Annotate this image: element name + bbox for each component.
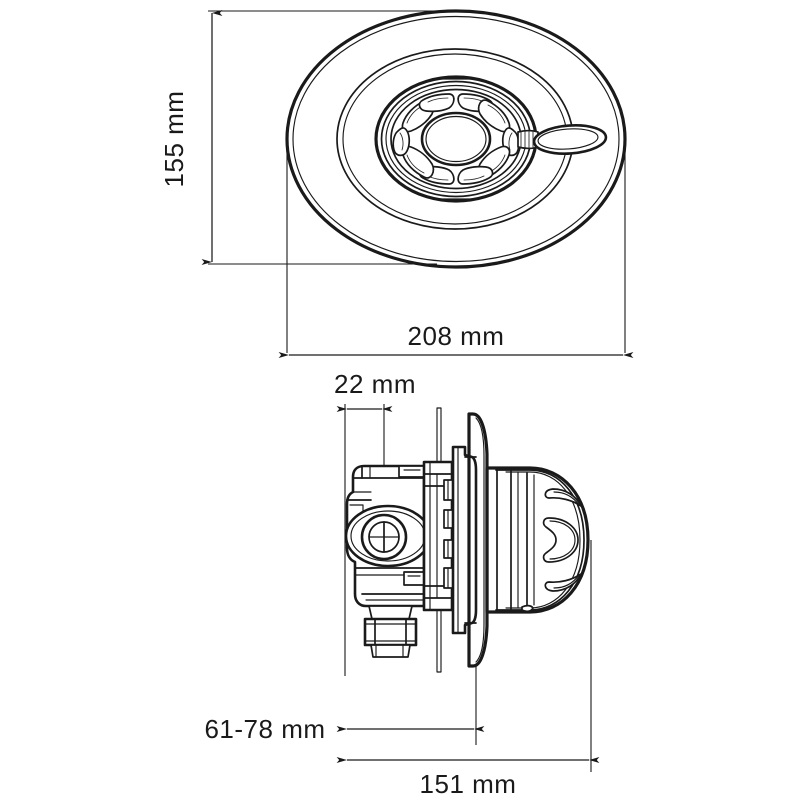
- spray-petal: [401, 145, 435, 179]
- spray-petal: [392, 127, 411, 157]
- dimension-155mm: 155 mm: [159, 10, 437, 265]
- dimension-151mm: 151 mm: [336, 540, 600, 799]
- lever-knob-inner: [537, 128, 599, 150]
- dome-slot-top: [544, 488, 582, 507]
- lever-knob: [532, 124, 608, 155]
- dome-slot-bottom: [544, 573, 582, 592]
- dome-outer: [485, 466, 590, 614]
- escutcheon-plate: [467, 412, 489, 668]
- dim-label-width: 208 mm: [408, 321, 505, 351]
- spray-petal-group: [392, 93, 520, 185]
- fitting-tail: [370, 644, 411, 658]
- hex-nut: [363, 617, 418, 647]
- dim-label-height: 155 mm: [159, 91, 189, 188]
- lever-handle: [517, 124, 608, 155]
- dome-head: [485, 466, 590, 614]
- fitting-collar: [368, 605, 413, 620]
- spray-petal: [477, 99, 511, 133]
- dimension-61-78mm: 61-78 mm: [204, 666, 485, 745]
- dim-label-depth-small: 22 mm: [334, 369, 416, 399]
- dim-label-depth-range: 61-78 mm: [204, 714, 325, 744]
- spray-petal: [457, 165, 494, 185]
- dimension-208mm: 208 mm: [278, 139, 634, 358]
- center-hub: [420, 111, 492, 167]
- mounting-flange: [451, 412, 489, 668]
- flange-step-block: [451, 445, 478, 635]
- spray-petal: [418, 93, 455, 113]
- side-view-geometry: [344, 407, 590, 673]
- center-hub-inner: [425, 115, 487, 163]
- valve-body: [344, 464, 432, 608]
- outer-rim-inner-edge: [292, 15, 620, 263]
- dim-label-depth-total: 151 mm: [420, 769, 517, 799]
- front-view-geometry: [285, 9, 627, 269]
- dome-nub: [521, 604, 534, 613]
- compression-fitting: [363, 605, 418, 658]
- dome-slot-middle: [542, 517, 579, 563]
